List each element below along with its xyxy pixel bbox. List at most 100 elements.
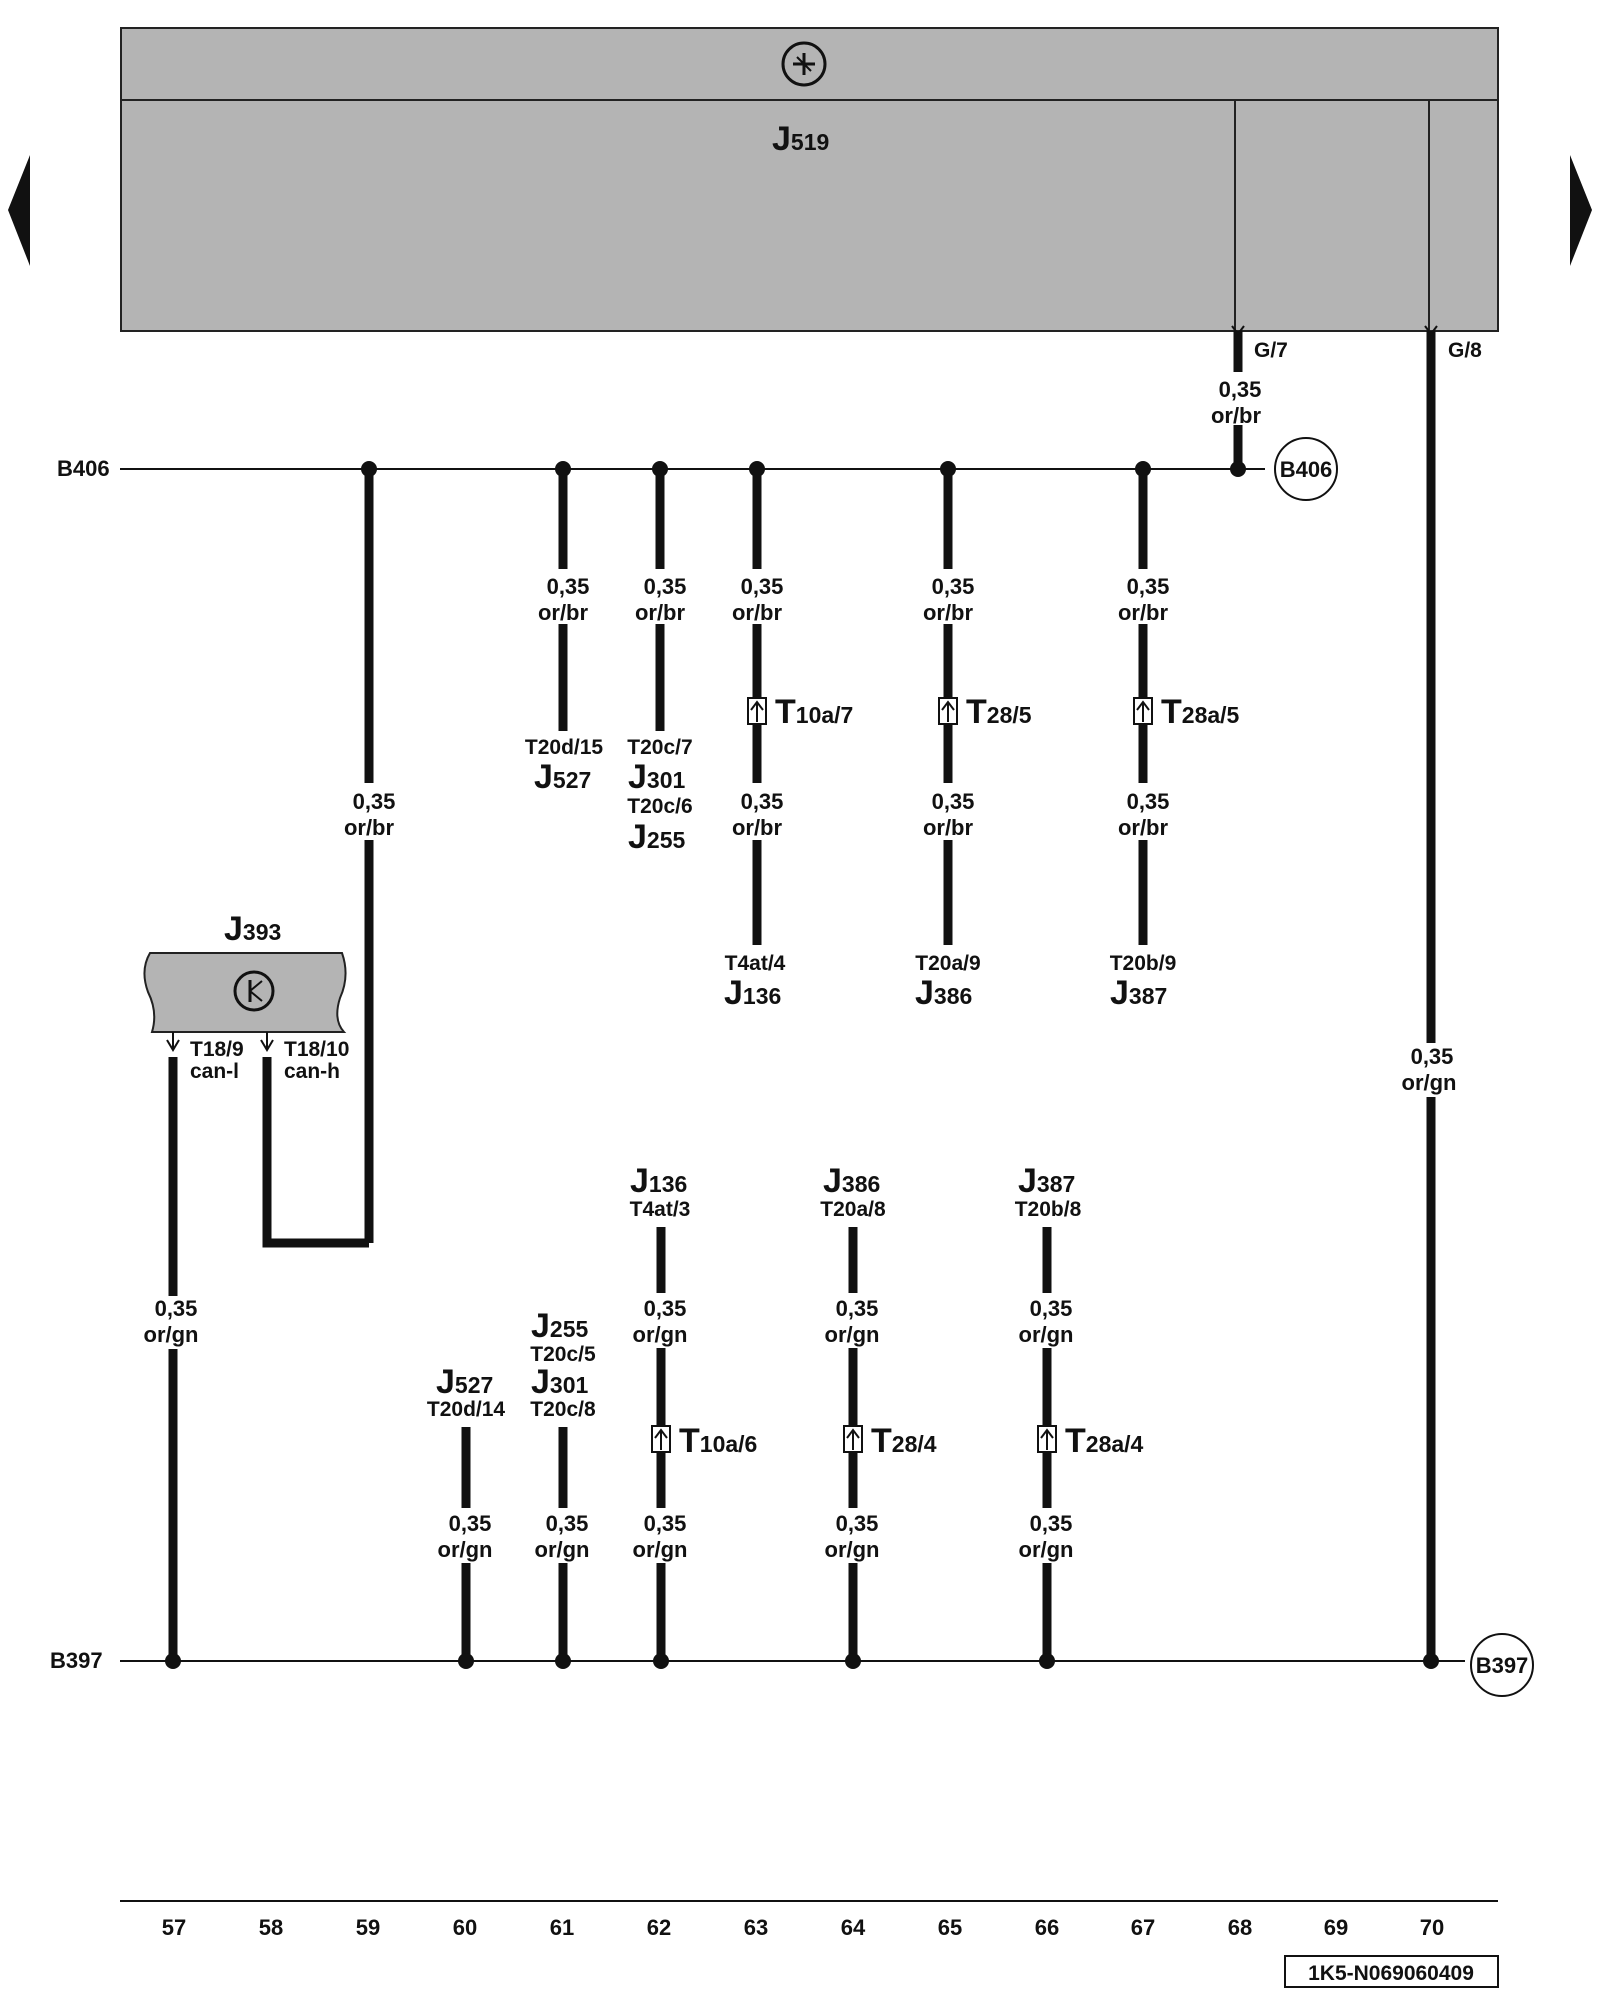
column-number: 70: [1420, 1915, 1444, 1940]
j301-sub: 301: [647, 767, 686, 793]
j386-sub: 386: [842, 1171, 880, 1197]
j393-sub: 393: [243, 919, 281, 945]
svg-text:T28a/5: T28a/5: [1161, 693, 1240, 731]
wire-upper-j136: 0,35 or/br T10a/7 0,35 or/br T4at/4 J136: [724, 461, 853, 1012]
bus-b397-label: B397: [50, 1648, 103, 1673]
t10a6-sub: 10a/6: [700, 1431, 758, 1457]
signal-can-h: can-h: [284, 1060, 340, 1083]
j136-name: J: [630, 1162, 649, 1200]
connector-icon: [843, 1425, 863, 1453]
previous-page-arrow-icon[interactable]: [8, 155, 30, 266]
j301-name: J: [628, 758, 647, 796]
j519-sub: 519: [791, 129, 829, 155]
pin-t20c-7: T20c/7: [627, 736, 692, 759]
wire-color: or/br: [923, 815, 974, 840]
document-id: 1K5-N069060409: [1284, 1955, 1499, 1988]
wire-color: or/br: [923, 600, 974, 625]
wire-j519-g8: G/8 0,35 or/gn: [1402, 325, 1482, 1669]
column-number: 57: [162, 1915, 186, 1940]
wire-size: 0,35: [1411, 1044, 1454, 1069]
wire-size: 0,35: [1030, 1296, 1073, 1321]
column-number: 67: [1131, 1915, 1155, 1940]
wire-col59-can-h: 0,35 or/br: [262, 461, 395, 1248]
pin-t20b-8: T20b/8: [1015, 1198, 1082, 1221]
t10a7-sub: 10a/7: [796, 702, 854, 728]
wire-size: 0,35: [741, 789, 784, 814]
pin-t20c-6: T20c/6: [627, 795, 692, 818]
pin-t20a-9: T20a/9: [915, 952, 980, 975]
wire-color: or/br: [732, 600, 783, 625]
wire-color: or/br: [538, 600, 589, 625]
column-number: 66: [1035, 1915, 1059, 1940]
wire-lower-j527: J527 T20d/14 0,35 or/gn: [427, 1363, 506, 1669]
pin-t20c-5: T20c/5: [530, 1343, 596, 1366]
svg-text:J393: J393: [224, 910, 281, 948]
connector-icon: [747, 697, 767, 725]
pin-t4at-4: T4at/4: [725, 952, 786, 975]
pin-t18-10: T18/10: [284, 1038, 349, 1061]
svg-text:J136: J136: [724, 974, 781, 1012]
svg-text:J527: J527: [534, 758, 591, 796]
t28a4-sub: 28a/4: [1086, 1431, 1144, 1457]
control-unit-j393: J393 T18/9 can-l T18/10 can-h: [143, 910, 349, 1083]
wire-color: or/br: [732, 815, 783, 840]
control-unit-j519: J519: [120, 27, 1499, 332]
next-page-arrow-icon[interactable]: [1570, 155, 1592, 266]
column-number: 69: [1324, 1915, 1348, 1940]
j386-name: J: [823, 1162, 842, 1200]
wire-size: 0,35: [836, 1511, 879, 1536]
j387-sub: 387: [1037, 1171, 1075, 1197]
connector-icon: [651, 1425, 671, 1453]
t10a6-name: T: [679, 1422, 700, 1460]
column-number: 59: [356, 1915, 380, 1940]
svg-text:J386: J386: [823, 1162, 880, 1200]
wire-size: 0,35: [1219, 377, 1262, 402]
wire-size: 0,35: [836, 1296, 879, 1321]
wire-upper-j301-j255: 0,35 or/br T20c/7 J301 T20c/6 J255: [627, 461, 693, 856]
connector-icon: [1037, 1425, 1057, 1453]
t284-name: T: [871, 1422, 892, 1460]
wire-j519-g7: G/7 0,35 or/br: [1211, 325, 1288, 477]
j527-name: J: [436, 1363, 455, 1401]
j387-name: J: [1110, 974, 1129, 1012]
wire-color: or/gn: [535, 1537, 590, 1562]
j527-name: J: [534, 758, 553, 796]
wire-size: 0,35: [644, 1511, 687, 1536]
wire-color: or/gn: [1019, 1537, 1074, 1562]
t28a4-name: T: [1065, 1422, 1086, 1460]
bus-b406-circle-label: B406: [1280, 457, 1333, 482]
pin-t20b-9: T20b/9: [1110, 952, 1177, 975]
column-number: 65: [938, 1915, 962, 1940]
bus-b406-label: B406: [57, 456, 110, 481]
pin-t20c-8: T20c/8: [530, 1398, 596, 1421]
svg-text:J386: J386: [915, 974, 972, 1012]
j255-sub: 255: [550, 1316, 589, 1342]
wire-size: 0,35: [546, 1511, 589, 1536]
column-number: 63: [744, 1915, 768, 1940]
j255-name: J: [628, 818, 647, 856]
wire-color: or/gn: [1019, 1322, 1074, 1347]
t284-sub: 28/4: [892, 1431, 937, 1457]
svg-text:T10a/6: T10a/6: [679, 1422, 757, 1460]
wire-size: 0,35: [547, 574, 590, 599]
gateway-symbol-icon: [233, 970, 275, 1012]
connector-icon: [1133, 697, 1153, 725]
wire-size: 0,35: [644, 1296, 687, 1321]
column-axis: 57 58 59 60 61 62 63 64 65 66 67 68 69 7…: [120, 1900, 1498, 1940]
column-number: 68: [1228, 1915, 1252, 1940]
j255-sub: 255: [647, 827, 686, 853]
wire-size: 0,35: [932, 789, 975, 814]
svg-text:T28a/4: T28a/4: [1065, 1422, 1144, 1460]
column-number: 64: [841, 1915, 866, 1940]
wire-color: or/gn: [633, 1537, 688, 1562]
j136-sub: 136: [743, 983, 781, 1009]
svg-text:J255: J255: [531, 1307, 589, 1345]
pin-t20d-14: T20d/14: [427, 1398, 506, 1421]
wire-upper-j387: 0,35 or/br T28a/5 0,35 or/br T20b/9 J387: [1110, 461, 1240, 1012]
j136-sub: 136: [649, 1171, 687, 1197]
gateway-symbol-icon: [781, 41, 827, 87]
j387-sub: 387: [1129, 983, 1167, 1009]
svg-text:J519: J519: [772, 120, 829, 158]
wire-size: 0,35: [644, 574, 687, 599]
wire-lower-j136: J136 T4at/3 0,35 or/gn T10a/6 0,35 or/gn: [630, 1162, 757, 1669]
